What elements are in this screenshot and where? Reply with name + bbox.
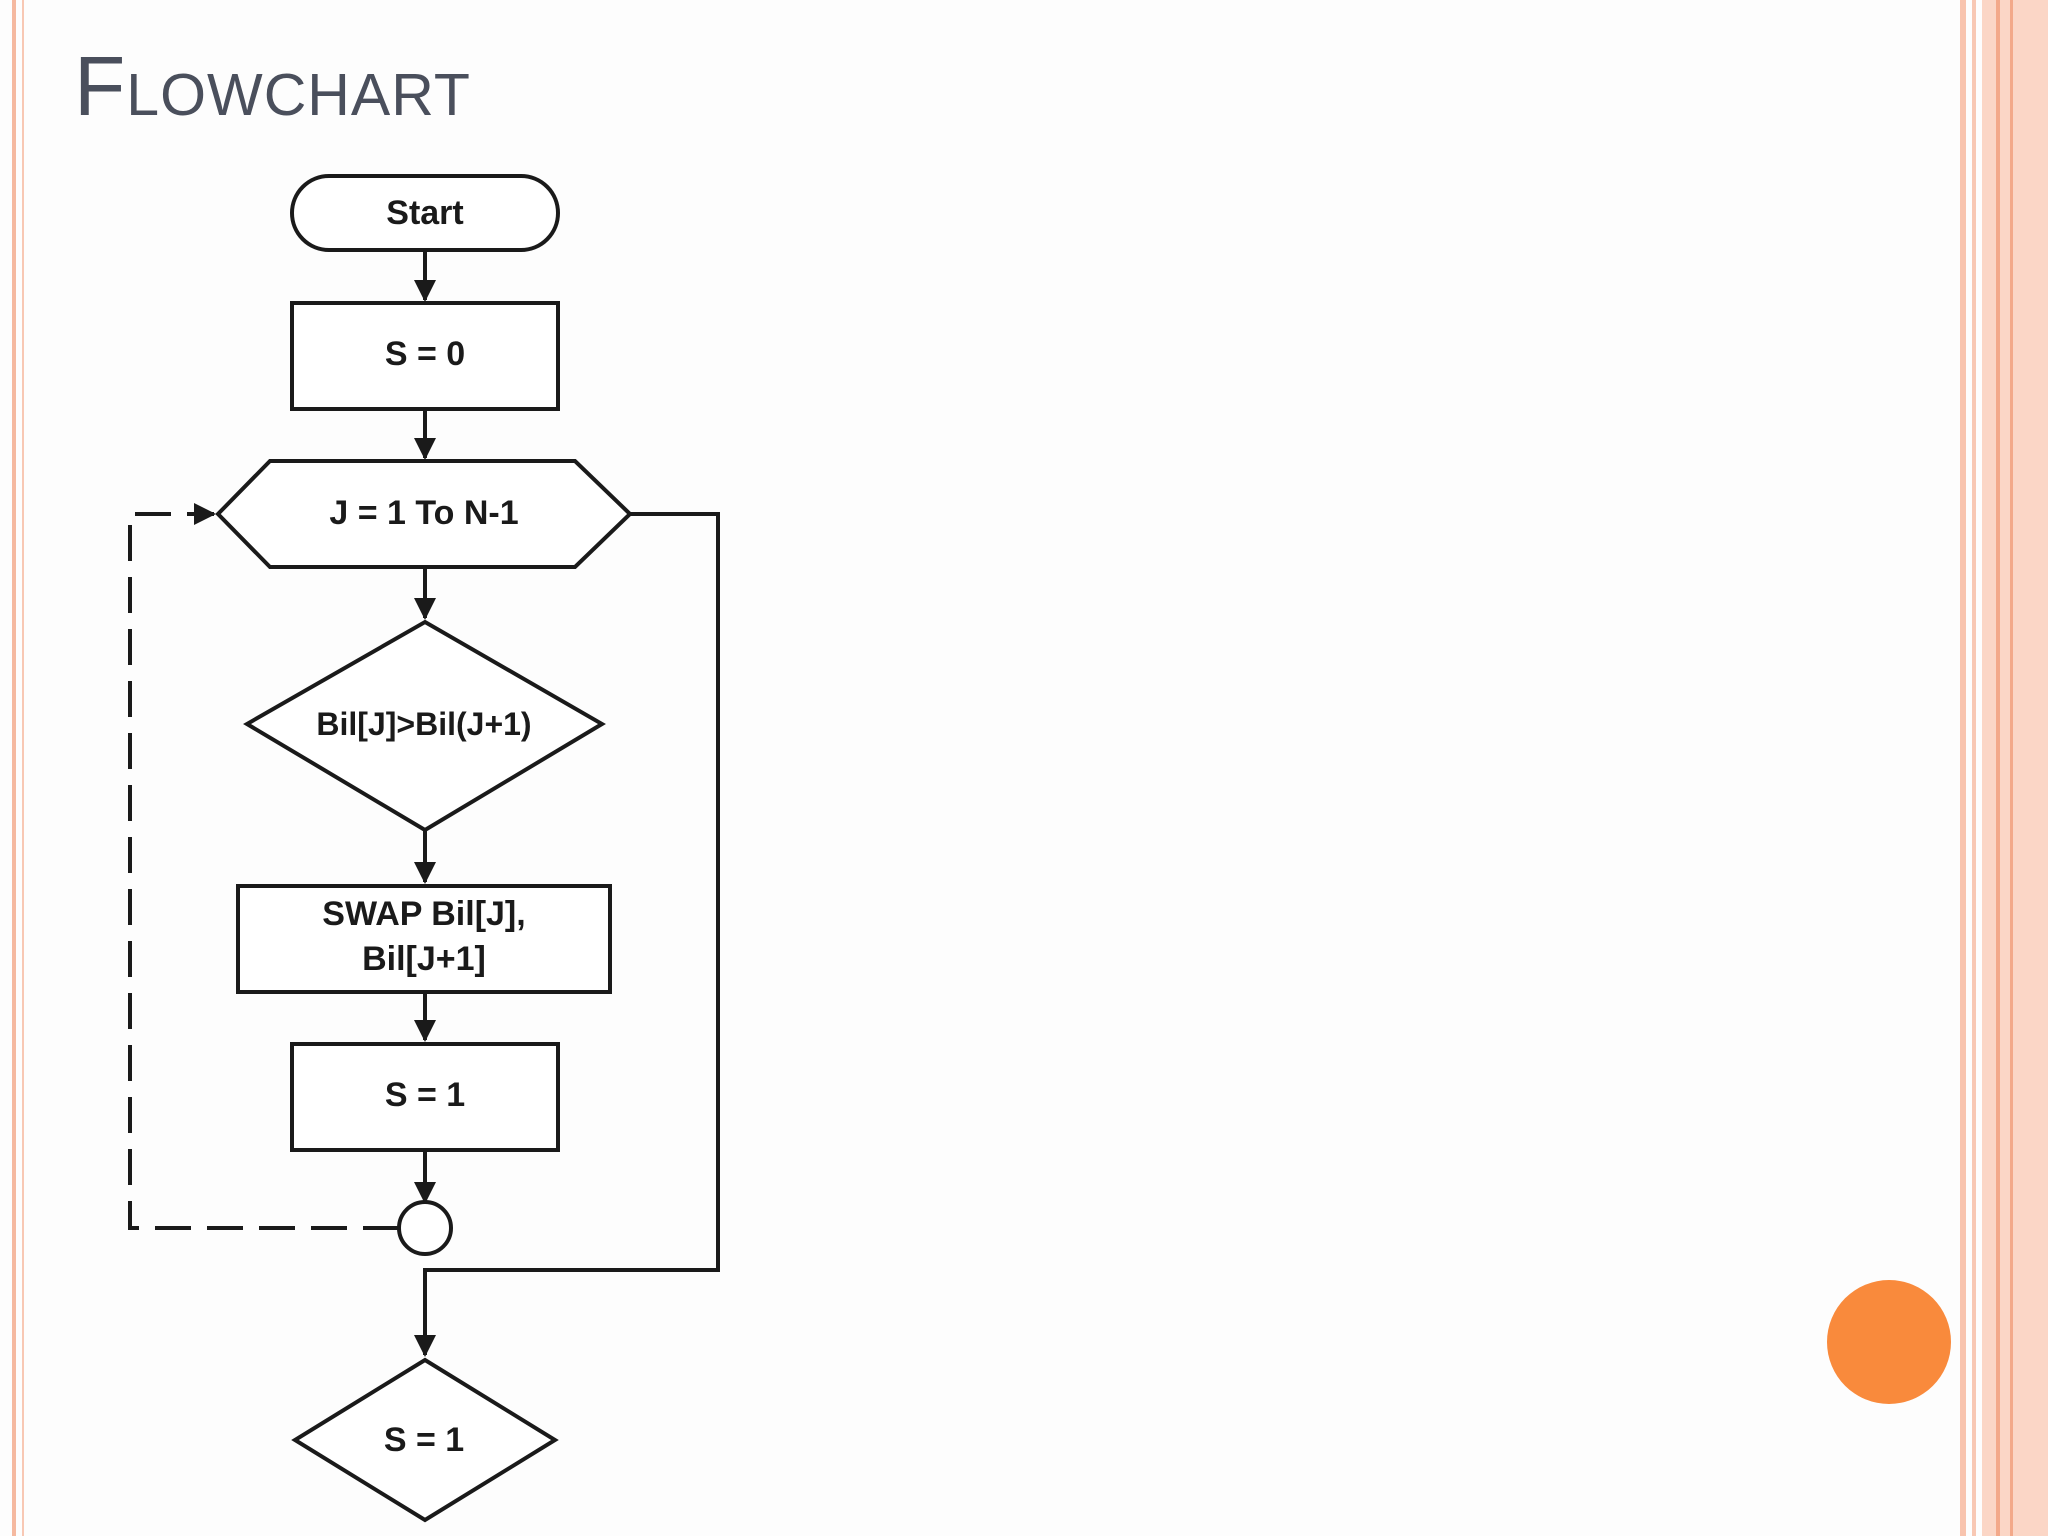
left-frame-line-outer bbox=[12, 0, 16, 1536]
check-flag-decision-node: S = 1 bbox=[291, 1357, 559, 1523]
right-frame-band bbox=[1982, 0, 2048, 1536]
swap-process-node: SWAP Bil[J], Bil[J+1] bbox=[236, 884, 612, 994]
loop-connector-circle bbox=[397, 1200, 453, 1256]
init-label: S = 0 bbox=[385, 335, 465, 373]
swap-label-line1: SWAP Bil[J], bbox=[322, 895, 525, 933]
right-frame-line-1 bbox=[1960, 0, 1966, 1536]
left-frame-line-inner bbox=[22, 0, 24, 1536]
set-flag-label: S = 1 bbox=[385, 1076, 465, 1114]
slide-title: Flowchart bbox=[74, 39, 471, 133]
loop-exit-line bbox=[414, 512, 720, 1357]
init-process-node: S = 0 bbox=[290, 301, 560, 411]
set-flag-process-node: S = 1 bbox=[290, 1042, 560, 1152]
compare-label: Bil[J]>Bil(J+1) bbox=[316, 706, 531, 742]
right-frame-line-2 bbox=[1972, 0, 1976, 1536]
right-frame-line-4 bbox=[2010, 0, 2013, 1536]
loop-node: J = 1 To N-1 bbox=[215, 459, 633, 569]
accent-circle bbox=[1827, 1280, 1951, 1404]
start-label: Start bbox=[386, 194, 463, 232]
start-node: Start bbox=[290, 174, 560, 252]
loop-back-dashed-line bbox=[128, 503, 399, 1230]
right-frame-line-3 bbox=[1996, 0, 2000, 1536]
loop-label: J = 1 To N-1 bbox=[329, 494, 518, 532]
check-flag-label: S = 1 bbox=[384, 1421, 464, 1459]
compare-decision-node: Bil[J]>Bil(J+1) bbox=[243, 619, 606, 833]
swap-label-line2: Bil[J+1] bbox=[362, 940, 486, 978]
